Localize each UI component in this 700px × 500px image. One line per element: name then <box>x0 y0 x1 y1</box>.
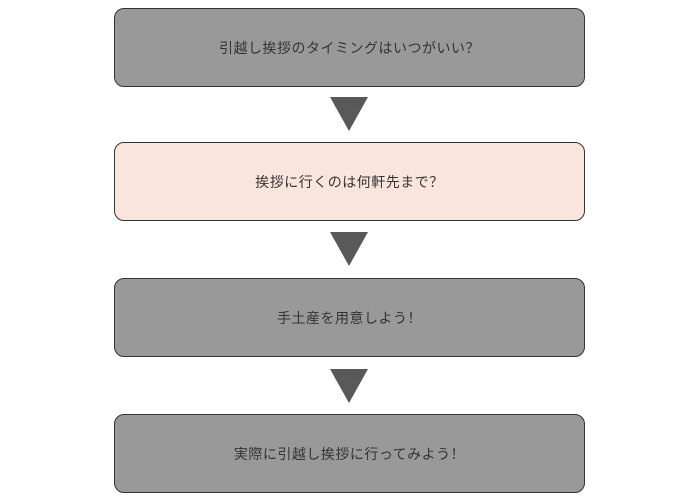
flow-step-label: 実際に引越し挨拶に行ってみよう！ <box>233 446 466 463</box>
flow-step-label: 挨拶に行くのは何軒先まで？ <box>255 174 444 191</box>
flow-step-go-greet[interactable]: 実際に引越し挨拶に行ってみよう！ <box>114 414 585 493</box>
flow-step-how-many-houses[interactable]: 挨拶に行くのは何軒先まで？ <box>114 142 585 221</box>
down-arrow-icon <box>330 232 368 266</box>
flow-step-prepare-gift[interactable]: 手土産を用意しよう！ <box>114 278 585 357</box>
flow-step-label: 手土産を用意しよう！ <box>277 310 422 327</box>
flow-step-timing[interactable]: 引越し挨拶のタイミングはいつがいい？ <box>114 8 585 87</box>
down-arrow-icon <box>330 97 368 131</box>
down-arrow-icon <box>330 369 368 403</box>
flow-step-label: 引越し挨拶のタイミングはいつがいい？ <box>219 40 480 57</box>
